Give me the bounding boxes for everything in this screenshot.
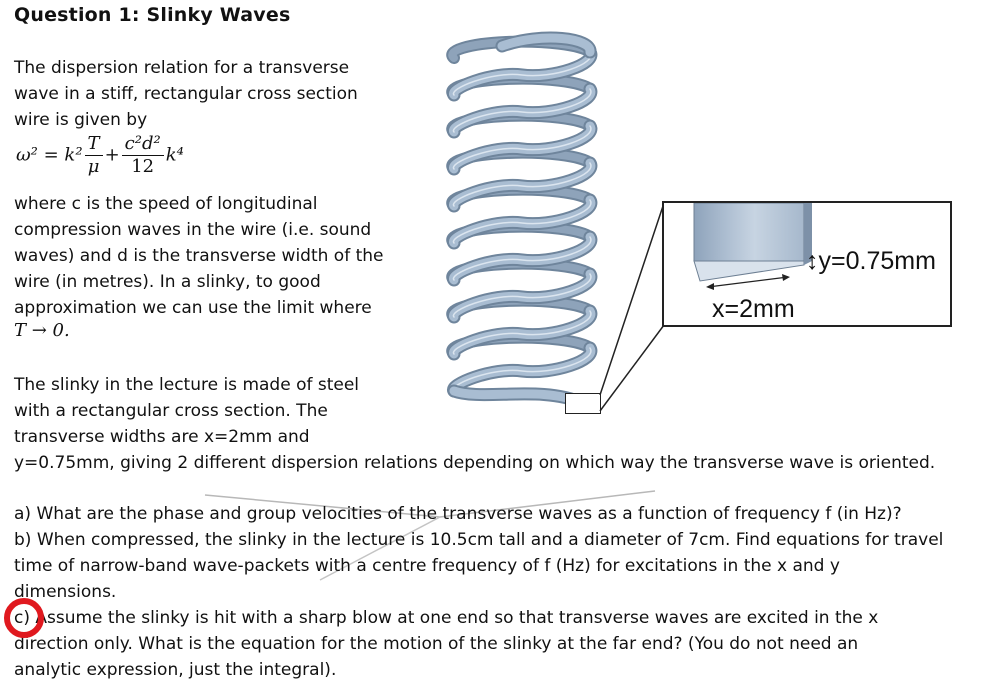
faint-scribble <box>204 490 656 581</box>
cross-section-marker <box>565 393 601 414</box>
red-circle-annotation <box>4 598 44 638</box>
intro-line: The dispersion relation for a transverse <box>14 58 350 78</box>
where-line: approximation we can use the limit where <box>14 298 372 318</box>
intro-line: wire is given by <box>14 110 148 130</box>
slinky-spring-illustration <box>446 31 598 413</box>
slinky-coil-front <box>449 232 596 285</box>
part-b-cont: time of narrow-band wave-packets with a … <box>14 556 840 576</box>
equation-lhs: ω² = k² <box>16 144 83 166</box>
slinky-line: transverse widths are x=2mm and <box>14 427 310 447</box>
slinky-coil-highlight <box>452 273 592 318</box>
zoom-lines <box>599 202 665 412</box>
where-line: where c is the speed of longitudinal <box>14 194 318 214</box>
slinky-coil-front <box>449 269 596 322</box>
slinky-top-end <box>497 33 595 57</box>
limit-expression: T → 0. <box>14 320 70 341</box>
slinky-coil-front <box>449 343 596 396</box>
slinky-coil-front <box>449 47 596 100</box>
part-b-cont: dimensions. <box>14 582 117 602</box>
slinky-text: The slinky in the lecture is made of ste… <box>14 372 935 476</box>
y-dimension-label: ↕y=0.75mm <box>806 247 936 275</box>
fraction-denominator: 12 <box>131 156 155 177</box>
slinky-coil-front <box>449 158 596 211</box>
where-line: compression waves in the wire (i.e. soun… <box>14 220 372 240</box>
slinky-coil-highlight <box>452 199 592 244</box>
slinky-coil-front <box>449 84 596 137</box>
x-dimension-label: x=2mm <box>712 295 795 323</box>
slinky-coil-highlight <box>452 125 592 170</box>
where-line: waves) and d is the transverse width of … <box>14 246 384 266</box>
slinky-line: with a rectangular cross section. The <box>14 401 328 421</box>
slinky-coil-highlight <box>452 347 592 392</box>
fraction-numerator: T <box>84 133 103 156</box>
intro-line: wave in a stiff, rectangular cross secti… <box>14 84 358 104</box>
fraction-numerator: c²d² <box>121 133 164 156</box>
slinky-coil-highlight <box>452 162 592 207</box>
parts-text: a) What are the phase and group velociti… <box>14 501 943 683</box>
part-c-cont: direction only. What is the equation for… <box>14 634 859 654</box>
slinky-coil-highlight <box>452 51 592 96</box>
slinky-coil-highlight <box>452 310 592 355</box>
cross-section-inset: ↕y=0.75mm x=2mm <box>662 201 952 327</box>
slinky-coil-highlight <box>452 88 592 133</box>
part-c: c) Assume the slinky is hit with a sharp… <box>14 608 879 628</box>
part-c-cont: analytic expression, just the integral). <box>14 660 337 680</box>
intro-text: The dispersion relation for a transverse… <box>14 55 358 133</box>
slinky-coil-front <box>449 121 596 174</box>
slinky-line: The slinky in the lecture is made of ste… <box>14 375 360 395</box>
slinky-coil-front <box>449 195 596 248</box>
fraction-denominator: μ <box>87 156 100 177</box>
slinky-coil-highlight <box>452 236 592 281</box>
where-text: where c is the speed of longitudinal com… <box>14 191 383 321</box>
equation-tail: k⁴ <box>165 144 184 166</box>
part-b: b) When compressed, the slinky in the le… <box>14 530 944 550</box>
slinky-coil-front <box>449 306 596 359</box>
equation-plus: + <box>104 144 120 166</box>
question-title: Question 1: Slinky Waves <box>14 4 291 26</box>
slinky-line: y=0.75mm, giving 2 different dispersion … <box>14 453 936 473</box>
part-a: a) What are the phase and group velociti… <box>14 504 902 524</box>
wire-cross-section <box>693 203 812 290</box>
where-line: wire (in metres). In a slinky, to good <box>14 272 321 292</box>
